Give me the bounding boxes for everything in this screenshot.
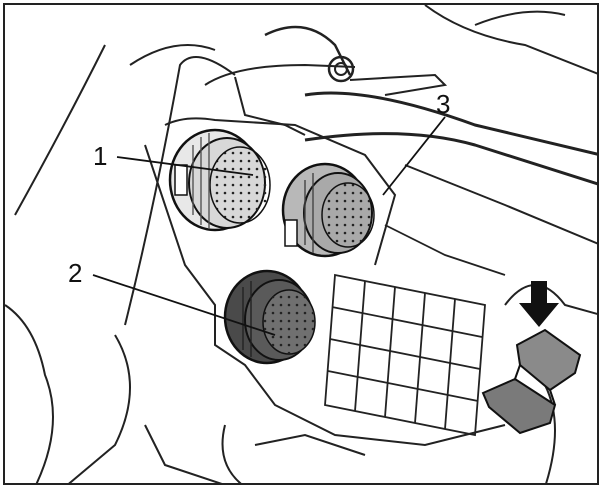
leader-line-2 bbox=[92, 274, 276, 336]
connector-3 bbox=[281, 162, 375, 258]
leader-lines bbox=[92, 116, 446, 336]
connector-1 bbox=[168, 128, 271, 232]
release-clip bbox=[481, 328, 582, 435]
background-structure bbox=[5, 5, 597, 483]
diagram-frame: 1 2 3 bbox=[3, 3, 599, 485]
leader-line-1 bbox=[116, 156, 254, 176]
callout-2: 2 bbox=[68, 258, 82, 288]
callout-3: 3 bbox=[436, 89, 450, 119]
grid-panel bbox=[324, 224, 506, 437]
leader-line-3 bbox=[382, 116, 446, 196]
callout-1: 1 bbox=[93, 141, 107, 171]
connector-2 bbox=[223, 269, 316, 365]
technical-illustration: 1 2 3 bbox=[5, 5, 597, 483]
down-arrow-icon bbox=[519, 281, 559, 327]
